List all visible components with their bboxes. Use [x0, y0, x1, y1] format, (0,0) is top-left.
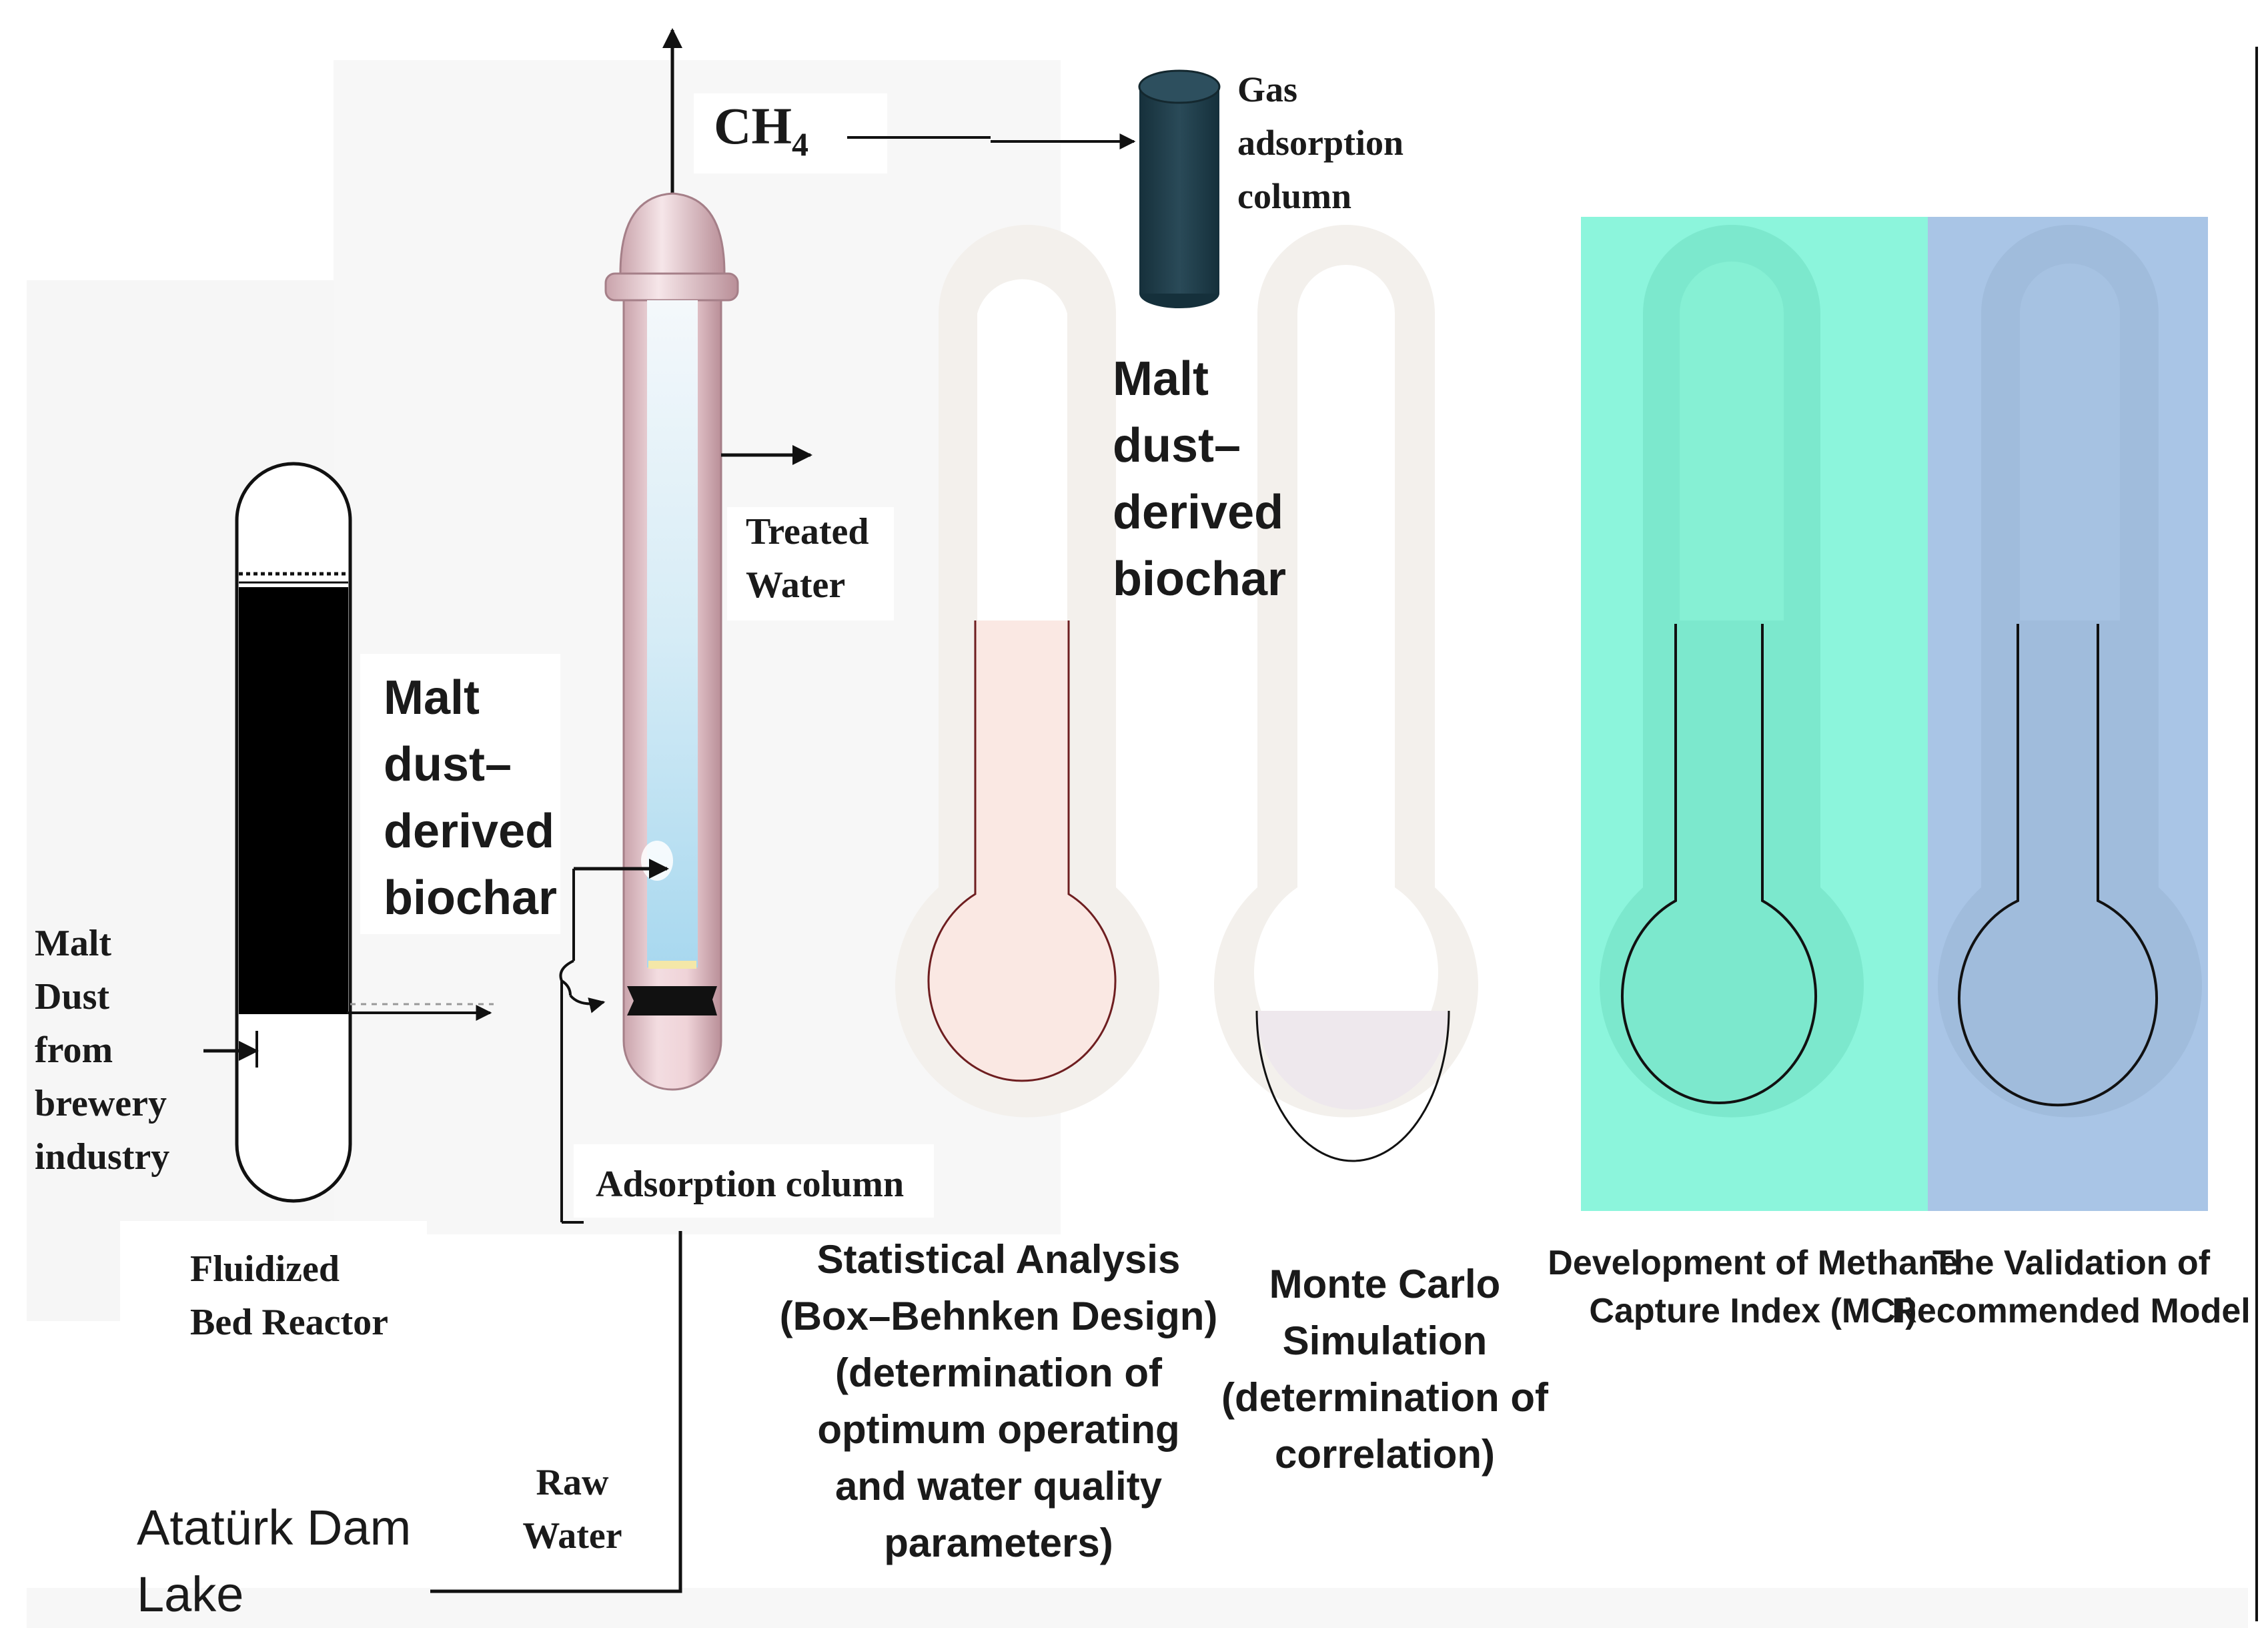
flask-statistical-analysis	[895, 225, 1159, 1118]
svg-text:column: column	[1237, 176, 1351, 216]
fluidized-bed-reactor	[203, 462, 494, 1203]
adsorption-column	[559, 28, 812, 1224]
adsorption-label-box	[574, 1144, 934, 1218]
svg-text:and water quality: and water quality	[835, 1464, 1163, 1509]
svg-text:industry: industry	[35, 1136, 169, 1178]
biochar-left-label: Malt dust– derived biochar	[384, 671, 557, 925]
svg-text:The Validation of: The Validation of	[1932, 1244, 2211, 1282]
svg-text:Monte Carlo: Monte Carlo	[1269, 1262, 1501, 1306]
svg-text:Lake: Lake	[137, 1567, 243, 1622]
svg-text:(determination of: (determination of	[1221, 1375, 1549, 1420]
flask-monte-carlo	[1214, 225, 1478, 1162]
fbr-label-box	[120, 1221, 427, 1334]
svg-text:brewery: brewery	[35, 1083, 167, 1124]
statistical-analysis-label: Statistical Analysis (Box–Behnken Design…	[780, 1237, 1218, 1565]
svg-text:Treated: Treated	[746, 511, 869, 552]
treated-water-label: Treated Water	[746, 511, 869, 606]
biochar-bed	[239, 587, 348, 1014]
ataturk-dam-lake-label: Atatürk Dam Lake	[137, 1500, 411, 1622]
svg-text:derived: derived	[1113, 486, 1283, 539]
svg-text:Capture Index (MCI): Capture Index (MCI)	[1589, 1292, 1916, 1330]
raw-water-inlet-line	[430, 1231, 682, 1593]
svg-text:Raw: Raw	[536, 1462, 609, 1503]
svg-text:derived: derived	[384, 805, 554, 858]
svg-text:Water: Water	[522, 1515, 622, 1557]
svg-text:adsorption: adsorption	[1237, 123, 1403, 163]
svg-text:Recommended Model: Recommended Model	[1892, 1292, 2250, 1330]
svg-text:Malt: Malt	[384, 671, 480, 725]
raw-water-label-box	[480, 1434, 654, 1561]
fluidized-bed-reactor-label: Fluidized Bed Reactor	[190, 1248, 388, 1343]
svg-text:biochar: biochar	[384, 871, 557, 925]
svg-text:Statistical Analysis: Statistical Analysis	[817, 1237, 1181, 1282]
svg-text:correlation): correlation)	[1275, 1432, 1495, 1477]
ch4-flow	[847, 133, 1136, 149]
svg-text:Atatürk Dam: Atatürk Dam	[137, 1500, 411, 1555]
raw-water-label: Raw Water	[522, 1462, 622, 1557]
svg-text:dust–: dust–	[384, 738, 512, 791]
ch4-label-box	[694, 93, 887, 173]
svg-text:parameters): parameters)	[884, 1521, 1113, 1565]
malt-dust-label: Malt Dust from brewery industry	[35, 923, 169, 1178]
monte-carlo-label: Monte Carlo Simulation (determination of…	[1221, 1262, 1549, 1477]
treated-label-box	[727, 507, 894, 621]
biochar-left-label-box	[360, 654, 560, 934]
svg-text:Gas: Gas	[1237, 69, 1297, 109]
adsorption-column-label: Adsorption column	[596, 1164, 904, 1205]
validation-panel	[1928, 217, 2208, 1211]
svg-text:Development of Methane: Development of Methane	[1548, 1244, 1958, 1282]
svg-text:dust–: dust–	[1113, 419, 1241, 472]
bottom-background-strip	[27, 1588, 2268, 1628]
biochar-top-label: Malt dust– derived biochar	[1113, 352, 1286, 606]
svg-text:(determination of: (determination of	[835, 1350, 1163, 1395]
ch4-label: CH4	[714, 97, 808, 163]
svg-text:optimum operating: optimum operating	[817, 1407, 1179, 1452]
svg-text:Malt: Malt	[1113, 352, 1209, 406]
validation-label: The Validation of Recommended Model	[1892, 1244, 2250, 1330]
svg-text:from: from	[35, 1029, 113, 1071]
svg-text:Water: Water	[746, 564, 845, 606]
svg-text:Simulation: Simulation	[1283, 1318, 1488, 1363]
mci-panel	[1581, 217, 1928, 1211]
svg-text:Fluidized: Fluidized	[190, 1248, 340, 1290]
svg-text:(Box–Behnken Design): (Box–Behnken Design)	[780, 1294, 1218, 1338]
mci-label: Development of Methane Capture Index (MC…	[1548, 1244, 1958, 1330]
gas-adsorption-column-label: Gas adsorption column	[1237, 69, 1403, 216]
gas-adsorption-column-cylinder	[1138, 69, 1221, 308]
svg-text:biochar: biochar	[1113, 552, 1286, 606]
svg-text:Malt: Malt	[35, 923, 111, 964]
svg-text:Bed Reactor: Bed Reactor	[190, 1302, 388, 1343]
svg-text:Dust: Dust	[35, 976, 109, 1017]
